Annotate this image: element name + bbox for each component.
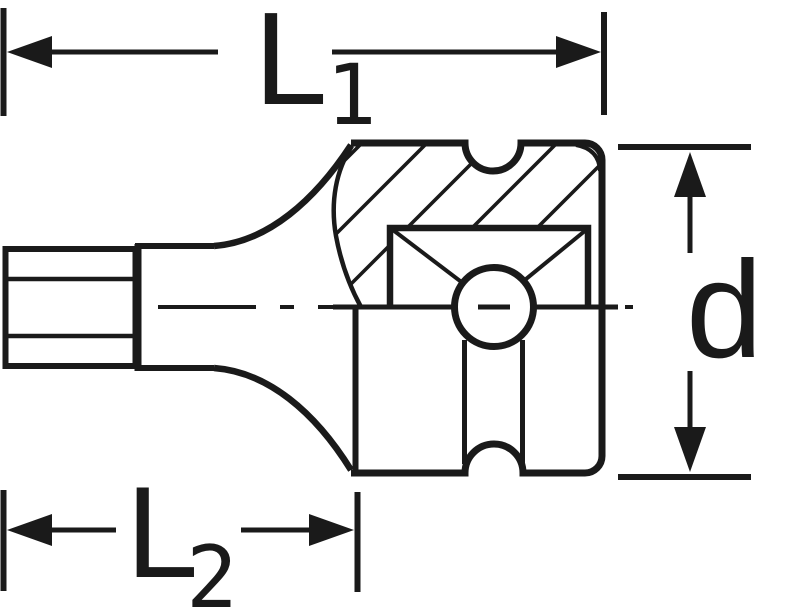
ring-groove-edges — [462, 340, 525, 464]
l2-dimension — [0, 490, 361, 592]
d-dimension — [618, 144, 751, 480]
d-arrowhead-down — [674, 427, 706, 472]
d-arrowhead-up — [674, 152, 706, 197]
l2-arrowhead-left — [7, 514, 52, 546]
shank — [134, 243, 214, 371]
hex-bit — [2, 246, 139, 369]
l2-label: L — [126, 459, 198, 605]
corner-chamfer-arc — [575, 143, 602, 172]
d-label: d — [686, 233, 763, 387]
l1-arrowhead-left — [7, 36, 52, 68]
socket-outline — [351, 139, 606, 477]
l2-arrowhead-right — [309, 514, 354, 546]
l1-label: L — [254, 0, 327, 132]
l1-subscript: 1 — [326, 46, 377, 144]
flare-upper-silhouette — [213, 143, 354, 250]
l1-arrowhead-right — [556, 36, 601, 68]
flare-lower-silhouette — [213, 364, 354, 472]
transition-flare — [213, 143, 354, 472]
flare-body-intersection-curve — [331, 144, 363, 309]
pin-hole — [451, 264, 537, 350]
l1-dimension — [0, 8, 607, 116]
l2-subscript: 2 — [186, 528, 238, 614]
socket-body — [331, 139, 606, 477]
